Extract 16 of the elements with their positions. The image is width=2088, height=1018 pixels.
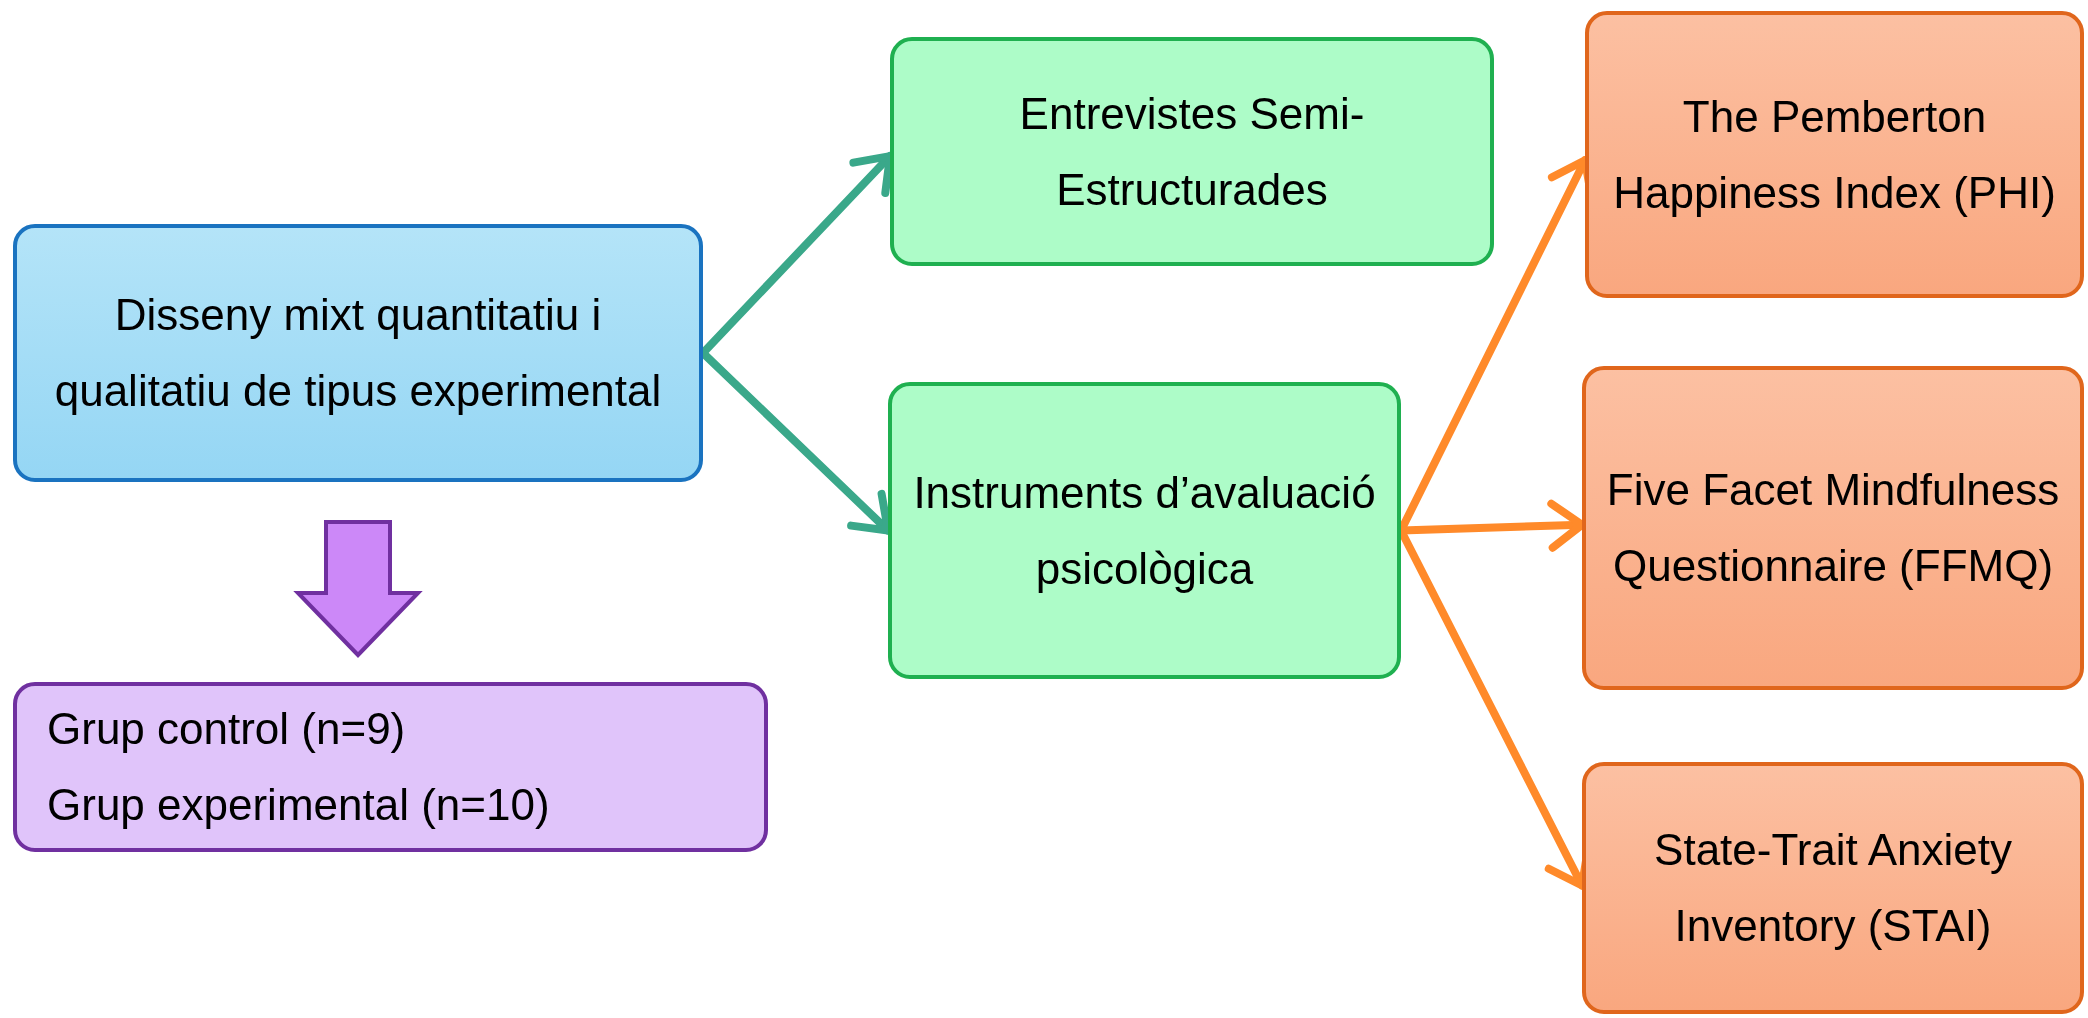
box-text: State-Trait Anxiety Inventory (STAI) <box>1653 824 2013 952</box>
instrument-box <box>1585 11 2084 298</box>
box-text: Disseny mixt quantitatiu i qualitatiu de tipus experimental <box>53 289 663 417</box>
box-text: Entrevistes Semi-Estructurades <box>1018 87 1366 216</box>
block-arrow <box>293 520 423 658</box>
method-box <box>888 382 1401 679</box>
method-box <box>890 37 1494 266</box>
box-text: Instruments d’avaluació psicològica <box>912 466 1377 595</box>
instrument-box <box>1582 762 2084 1014</box>
box-text: Grup control (n=9) <box>47 703 406 755</box>
box-text: Five Facet Mindfulness Questionnaire (FFMQ) <box>1605 464 2061 592</box>
instrument-box <box>1582 366 2084 690</box>
design-box <box>13 224 703 482</box>
group-box <box>13 682 768 852</box>
box-text: The Pemberton Happiness Index (PHI) <box>1612 90 2057 219</box>
box-text: Grup experimental (n=10) <box>47 779 550 831</box>
